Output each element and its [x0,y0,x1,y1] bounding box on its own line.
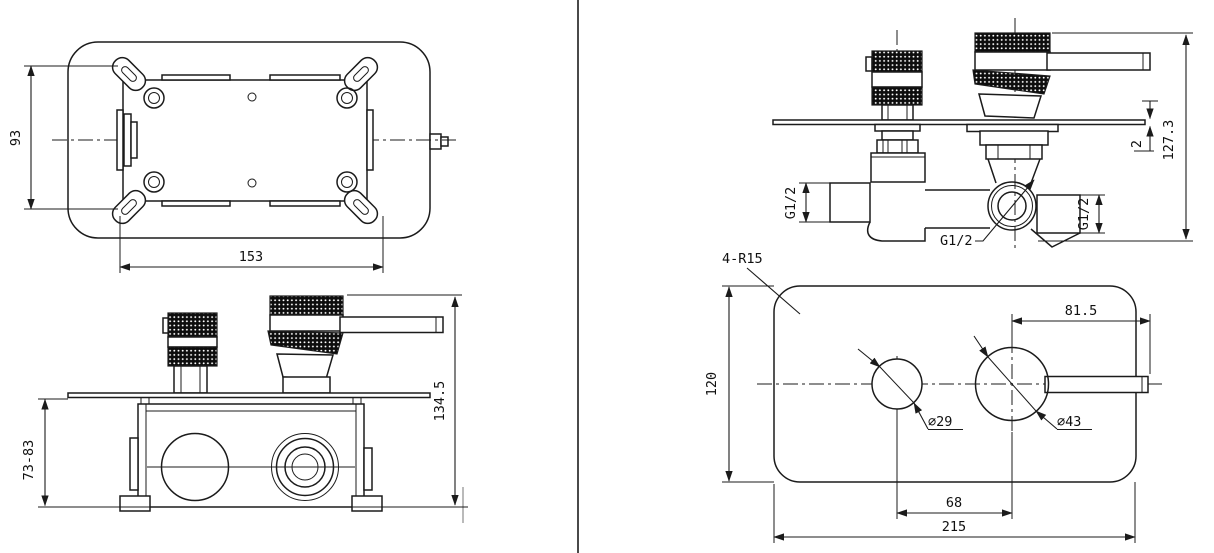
corner-lobe-slot [111,56,147,92]
corner-lobe-slot [343,189,379,225]
face-plate-view: ∅29 ∅43 4-R15 120 81.5 [704,251,1162,543]
dim-dia-29: ∅29 [857,348,963,430]
dim-134-5-label: 134.5 [432,381,448,422]
dim-153-label: 153 [239,249,263,265]
dim-120-label: 120 [704,372,720,396]
corner-radius-label: 4-R15 [722,251,763,267]
dim-g12-bottom: G1/2 [940,179,1035,249]
temperature-knob [162,312,218,394]
diverter-valve-body [829,123,990,242]
dim-215-label: 215 [942,519,966,535]
dim-2-label: 2 [1129,140,1145,148]
valve-port-circle [160,432,230,502]
screw-holes [143,87,358,193]
body-bottom-cut [1030,228,1081,248]
side-elevation-view: G1/2 G1/2 G1/2 2 127.3 [772,18,1193,252]
dim-73-83-label: 73-83 [21,440,37,481]
port-label-left: G1/2 [783,187,799,220]
dim-dia-43-label: ∅43 [1057,414,1081,430]
outlet-port-circle [987,181,1037,231]
lever-bar [1046,52,1151,71]
front-elevation-view: 73-83 134.5 [21,294,468,523]
side-latch [129,437,139,491]
cartridge-housing [966,123,1059,184]
dim-93: 93 [8,65,118,210]
center-pin-hole [247,92,257,102]
dim-127-3-label: 127.3 [1161,120,1177,161]
dim-corner-radius: 4-R15 [722,251,801,315]
lever-bar [339,316,444,334]
dim-120: 120 [704,285,774,483]
mounting-foot [119,495,151,512]
mounting-bracket [111,56,379,225]
large-hole [974,346,1050,422]
edge-tabs [116,74,374,207]
corner-lobe-slot [111,189,147,225]
inlet-connector-plan [123,113,132,167]
dim-g12-right: G1/2 [1076,194,1105,234]
rough-in-box [119,397,383,512]
port-label-right: G1/2 [1076,198,1092,231]
temperature-knob-side [865,50,923,121]
dim-134-5: 134.5 [347,294,462,506]
dim-dia-29-label: ∅29 [928,414,952,430]
handle-stub [429,133,442,150]
dim-dia-43: ∅43 [973,335,1092,430]
dim-73-83: 73-83 [21,398,68,507]
dim-68: 68 [896,414,1013,519]
mounting-foot [351,495,383,512]
inlet-port-right [1036,194,1081,234]
port-label-bottom: G1/2 [940,233,973,249]
inlet-port-left [829,182,871,223]
center-pin-hole [247,178,257,188]
dim-93-label: 93 [8,130,24,146]
dim-81-5: 81.5 [1011,303,1151,374]
mixer-lever-handle-side [972,32,1151,119]
mixer-lever-handle [267,295,444,394]
cartridge-port-circles [271,433,339,501]
dim-68-label: 68 [946,495,962,511]
dim-127-3: 127.3 [1038,32,1193,242]
dim-g12-left: G1/2 [783,182,832,223]
dim-215: 215 [773,482,1136,543]
dim-153: 153 [119,216,384,273]
trim-plate-edge-on [772,119,1146,126]
dim-2: 2 [1129,100,1158,152]
trim-plate-edge [67,392,431,399]
side-latch [363,447,373,491]
dim-81-5-label: 81.5 [1065,303,1098,319]
top-plan-view: 93 153 [8,41,456,273]
lever-bar-front [1044,375,1149,394]
